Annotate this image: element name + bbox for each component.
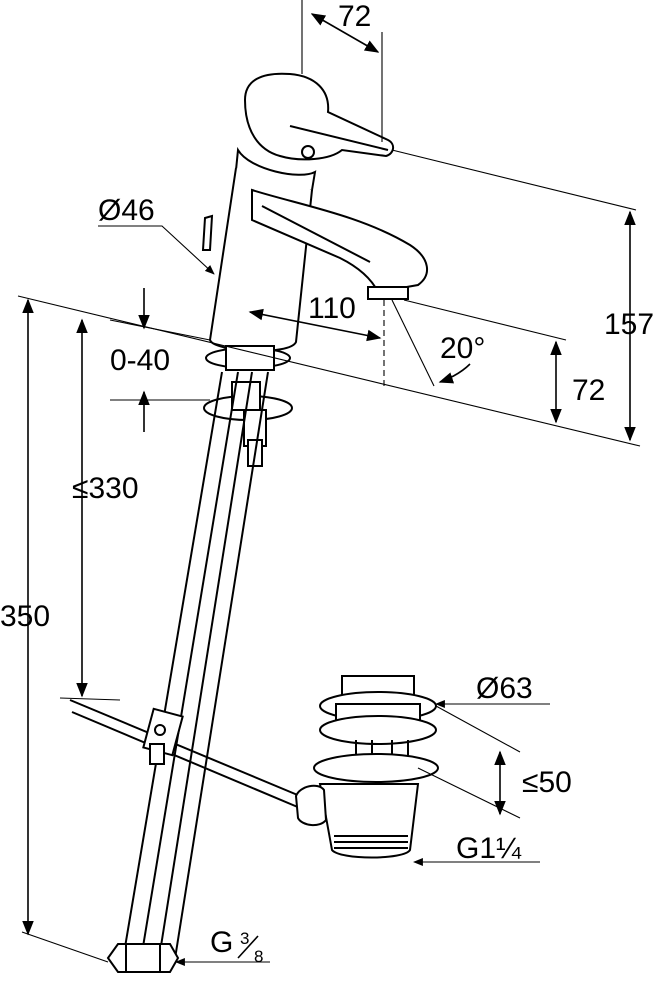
dim-hose-thread: G 3 8 xyxy=(210,926,263,966)
dim-spout-height: 72 xyxy=(572,374,605,407)
dim-total-height: 157 xyxy=(604,308,654,341)
dim-hose-thread-prefix: G xyxy=(210,926,233,959)
supply-hoses xyxy=(106,371,269,973)
dim-spout-reach: 110 xyxy=(308,292,356,325)
dim-spout-angle: 20° xyxy=(440,332,485,365)
dim-hose-thread-num: 3 xyxy=(240,929,249,948)
popup-linkage xyxy=(69,699,301,809)
dim-waste-diameter: Ø63 xyxy=(476,672,533,705)
dim-waste-thread: G1¼ xyxy=(456,832,522,865)
dim-deck-thickness: 0-40 xyxy=(110,344,170,377)
dim-lever-width: 72 xyxy=(338,0,371,33)
faucet-body xyxy=(201,72,428,467)
dimension-lines xyxy=(17,0,641,966)
dim-overall-length: 350 xyxy=(0,600,50,633)
dim-waste-stroke: ≤50 xyxy=(522,766,572,799)
dim-hose-thread-den: 8 xyxy=(254,947,263,966)
waste-valve xyxy=(294,675,439,859)
fraction-slash xyxy=(237,935,259,959)
dimension-labels: 72 Ø46 110 157 20° 72 0-40 ≤330 350 Ø63 … xyxy=(0,0,654,966)
dim-hose-length: ≤330 xyxy=(72,472,139,505)
dim-body-diameter: Ø46 xyxy=(98,194,155,227)
